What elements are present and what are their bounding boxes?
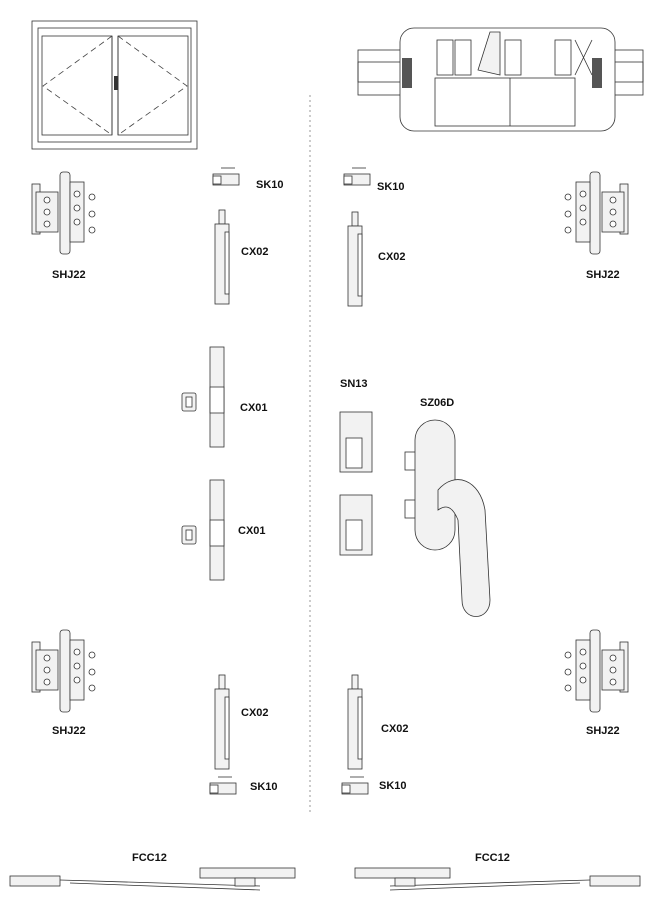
- stay-fcc12-left: [9, 867, 296, 891]
- label-cx02: CX02: [378, 251, 406, 263]
- label-cx02: CX02: [241, 707, 269, 719]
- label-cx01: CX01: [240, 402, 268, 414]
- label-sk10: SK10: [379, 780, 407, 792]
- label-sk10: SK10: [256, 179, 284, 191]
- handle-sz06d: [404, 419, 491, 617]
- label-sz06d: SZ06D: [420, 397, 455, 409]
- label-shj22: SHJ22: [586, 725, 620, 737]
- stay-fcc12-right: [354, 867, 641, 891]
- label-fcc12: FCC12: [132, 852, 167, 864]
- hinge-shj22-bottom-left: [31, 629, 96, 713]
- keeper-sn13: [339, 411, 373, 556]
- striker-sk10-top-right: [343, 167, 371, 186]
- rod-cx02-bottom-right: [347, 674, 363, 770]
- rod-cx02-top-left: [214, 209, 230, 305]
- label-cx02: CX02: [381, 723, 409, 735]
- lock-cx01-lower: [181, 479, 225, 581]
- rod-cx02-top-right: [347, 211, 363, 307]
- window-elevation: [31, 20, 198, 150]
- hinge-shj22-top-left: [31, 171, 96, 255]
- hinge-shj22-bottom-right: [564, 629, 629, 713]
- label-sk10: SK10: [250, 781, 278, 793]
- label-shj22: SHJ22: [52, 725, 86, 737]
- label-shj22: SHJ22: [52, 269, 86, 281]
- label-fcc12: FCC12: [475, 852, 510, 864]
- label-sk10: SK10: [377, 181, 405, 193]
- striker-sk10-bottom-left: [209, 776, 237, 795]
- label-cx02: CX02: [241, 246, 269, 258]
- label-cx01: CX01: [238, 525, 266, 537]
- rod-cx02-bottom-left: [214, 674, 230, 770]
- profile-cross-section: [357, 27, 644, 132]
- label-sn13: SN13: [340, 378, 368, 390]
- label-shj22: SHJ22: [586, 269, 620, 281]
- hinge-shj22-top-right: [564, 171, 629, 255]
- striker-sk10-top-left: [212, 167, 240, 186]
- striker-sk10-bottom-right: [341, 776, 369, 795]
- lock-cx01-upper: [181, 346, 225, 448]
